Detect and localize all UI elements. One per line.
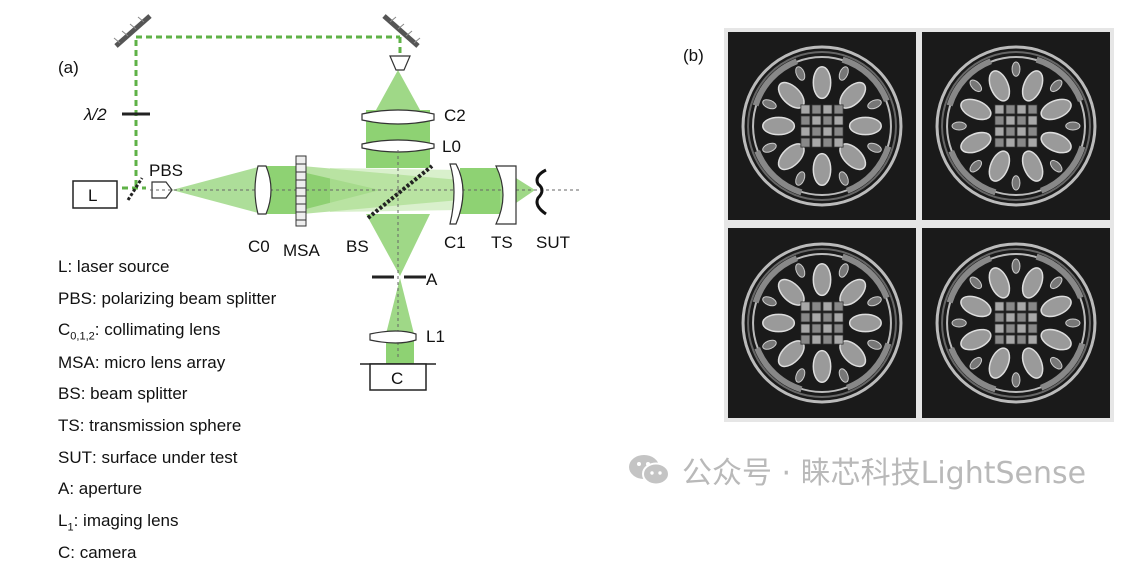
interferogram-pattern xyxy=(741,242,903,404)
surface-under-test xyxy=(535,168,547,216)
legend-item: A: aperture xyxy=(58,479,143,499)
camera-box xyxy=(369,363,427,391)
panel-label-a: (a) xyxy=(58,58,79,77)
legend-item: SUT: surface under test xyxy=(58,447,238,467)
legend: L: laser source PBS: polarizing beam spl… xyxy=(58,254,276,572)
label-half-wave: λ/2 xyxy=(83,105,107,124)
watermark-text: 公众号 · 睐芯科技LightSense xyxy=(682,456,1087,491)
laser-source-box xyxy=(72,180,118,209)
lens-C1 xyxy=(449,163,464,225)
label-A: A xyxy=(426,270,438,289)
beam-splitter xyxy=(366,164,434,220)
legend-item: C0,1,2: collimating lens xyxy=(58,320,221,343)
panel-label-b: (b) xyxy=(683,46,704,65)
interferogram-pattern xyxy=(935,45,1097,207)
micro-lens-array xyxy=(295,155,307,227)
label-TS: TS xyxy=(491,233,513,252)
label-L1: L1 xyxy=(426,327,445,346)
optical-setup-diagram: L PBS C0 MSA BS C1 xyxy=(72,14,580,391)
label-BS: BS xyxy=(346,237,369,256)
label-MSA: MSA xyxy=(283,241,321,260)
label-C2: C2 xyxy=(444,106,466,125)
top-expander-lens xyxy=(389,55,411,71)
interferogram-grid xyxy=(724,28,1114,422)
label-L0: L0 xyxy=(442,137,461,156)
legend-item: TS: transmission sphere xyxy=(58,415,242,435)
interferogram-tile-4 xyxy=(922,228,1110,418)
lens-L1 xyxy=(369,330,417,344)
interferogram-pattern xyxy=(935,242,1097,404)
lens-C2 xyxy=(361,109,435,125)
wechat-icon xyxy=(629,455,670,486)
interferogram-tile-3 xyxy=(728,228,916,418)
transmission-sphere xyxy=(495,165,517,225)
mirror-left xyxy=(113,14,152,48)
lens-C0 xyxy=(254,165,272,215)
watermark: 公众号 · 睐芯科技LightSense xyxy=(628,448,1086,492)
legend-item: MSA: micro lens array xyxy=(58,352,226,372)
lens-L0 xyxy=(361,139,435,153)
pbs-splitter xyxy=(126,177,144,201)
legend-item: PBS: polarizing beam splitter xyxy=(58,288,277,308)
legend-item: L: laser source xyxy=(58,257,170,276)
interferogram-pattern xyxy=(741,45,903,207)
label-SUT: SUT xyxy=(536,233,570,252)
label-PBS: PBS xyxy=(149,161,183,180)
legend-item: BS: beam splitter xyxy=(58,384,188,404)
legend-item: L1: imaging lens xyxy=(58,510,179,534)
label-L: L xyxy=(88,186,97,205)
mirror-right xyxy=(382,14,421,48)
label-C1: C1 xyxy=(444,233,466,252)
interferogram-tile-2 xyxy=(922,32,1110,220)
interferogram-tile-1 xyxy=(728,32,916,220)
legend-item: C: camera xyxy=(58,543,137,563)
label-C0: C0 xyxy=(248,237,270,256)
label-C: C xyxy=(391,369,403,388)
